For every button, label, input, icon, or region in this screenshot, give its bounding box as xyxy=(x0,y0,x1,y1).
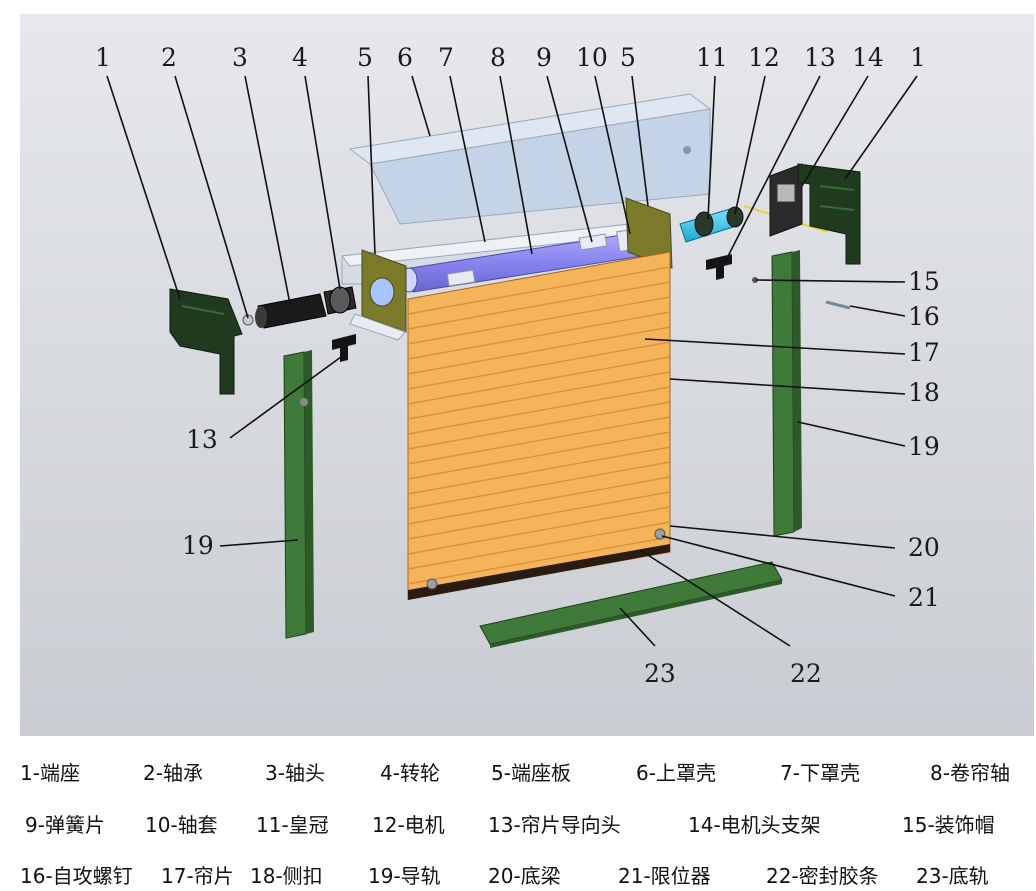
callout-top-5a: 5 xyxy=(357,43,373,72)
slat-seam xyxy=(407,296,671,345)
slat-seam xyxy=(407,341,671,390)
legend-item-3: 3-轴头 xyxy=(265,761,325,785)
decorative-cap xyxy=(752,277,758,283)
upper-housing xyxy=(348,93,712,225)
callout-top-11: 11 xyxy=(696,43,728,72)
callout-top-1: 1 xyxy=(95,43,111,72)
bearing-and-shaft-head xyxy=(242,286,357,329)
legend-item-22: 22-密封胶条 xyxy=(766,864,879,888)
callout-right-16: 16 xyxy=(908,302,940,331)
slat-seam xyxy=(407,371,671,420)
slat-seam xyxy=(407,401,671,450)
legend-item-11: 11-皇冠 xyxy=(256,813,329,837)
slat-seam xyxy=(407,326,671,375)
end-seat-left xyxy=(169,288,243,395)
legend-item-6: 6-上罩壳 xyxy=(636,761,716,785)
callout-right-17: 17 xyxy=(908,338,940,367)
end-plate-right xyxy=(625,197,673,269)
slat-seam xyxy=(407,311,671,360)
legend-item-15: 15-装饰帽 xyxy=(902,813,995,837)
legend-item-7: 7-下罩壳 xyxy=(780,761,860,785)
callout-left-13: 13 xyxy=(186,425,218,454)
legend-item-8: 8-卷帘轴 xyxy=(930,761,1010,785)
legend-item-20: 20-底梁 xyxy=(488,864,561,888)
callout-left-19: 19 xyxy=(182,531,214,560)
callout-right-15: 15 xyxy=(908,267,940,296)
slat-seam xyxy=(407,281,671,330)
callout-top-9: 9 xyxy=(536,43,552,72)
legend-item-18: 18-侧扣 xyxy=(250,864,323,888)
legend-item-1: 1-端座 xyxy=(20,761,80,785)
callout-right-20: 20 xyxy=(908,533,940,562)
callout-top-13: 13 xyxy=(804,43,836,72)
legend-item-16: 16-自攻螺钉 xyxy=(20,864,133,888)
slat-seam xyxy=(407,431,671,480)
slat-seam xyxy=(407,386,671,435)
end-seat-right xyxy=(797,163,861,265)
slat-seam xyxy=(407,416,671,465)
callout-top-6: 6 xyxy=(397,43,413,72)
slat-seam xyxy=(407,461,671,510)
legend-item-13: 13-帘片导向头 xyxy=(488,813,621,837)
legend-item-17: 17-帘片 xyxy=(161,864,234,888)
slat-seam xyxy=(407,521,671,570)
callout-top-1b: 1 xyxy=(910,43,926,72)
legend-item-5: 5-端座板 xyxy=(491,761,571,785)
rolling-shutter-exploded-diagram: 1 2 3 4 5 6 7 8 9 10 5 11 12 13 14 1 15 … xyxy=(20,14,1034,736)
callout-numbers: 1 2 3 4 5 6 7 8 9 10 5 11 12 13 14 1 15 … xyxy=(95,43,940,688)
end-plate-left xyxy=(349,249,407,341)
legend-item-4: 4-转轮 xyxy=(380,761,440,785)
guide-rail-right xyxy=(771,250,802,537)
legend-item-12: 12-电机 xyxy=(372,813,445,837)
self-tapping-screw xyxy=(825,300,851,310)
callout-top-7: 7 xyxy=(438,43,454,72)
guide-rail-left xyxy=(283,350,314,639)
leader-lines xyxy=(106,75,918,647)
callout-top-2: 2 xyxy=(161,43,177,72)
callout-right-19: 19 xyxy=(908,432,940,461)
parts-legend: 1-端座 2-轴承 3-轴头 4-转轮 5-端座板 6-上罩壳 7-下罩壳 8-… xyxy=(0,744,1036,891)
legend-item-21: 21-限位器 xyxy=(618,864,711,888)
callout-bottom-22: 22 xyxy=(790,659,822,688)
slat-seam xyxy=(407,446,671,495)
legend-item-9: 9-弹簧片 xyxy=(25,813,105,837)
callout-bottom-23: 23 xyxy=(644,659,676,688)
callout-top-14: 14 xyxy=(852,43,884,72)
slat-seam xyxy=(407,536,671,585)
legend-item-10: 10-轴套 xyxy=(145,813,218,837)
slat-seam xyxy=(407,266,671,315)
callout-top-4: 4 xyxy=(292,43,308,72)
motor-head-bracket xyxy=(769,163,803,237)
curtain-slats xyxy=(407,251,671,600)
callout-right-21: 21 xyxy=(908,583,940,612)
slat-seam xyxy=(407,491,671,540)
slat-seam xyxy=(407,506,671,555)
slat-seam xyxy=(407,476,671,525)
legend-item-19: 19-导轨 xyxy=(368,864,441,888)
callout-top-8: 8 xyxy=(490,43,506,72)
legend-item-14: 14-电机头支架 xyxy=(688,813,821,837)
bottom-rail xyxy=(479,561,783,648)
legend-item-2: 2-轴承 xyxy=(143,761,203,785)
callout-top-5b: 5 xyxy=(620,43,636,72)
callout-right-18: 18 xyxy=(908,378,940,407)
callout-top-12: 12 xyxy=(748,43,780,72)
callout-top-10: 10 xyxy=(576,43,608,72)
slat-seam xyxy=(407,356,671,405)
curtain-guide-head-left xyxy=(332,334,356,362)
legend-item-23: 23-底轨 xyxy=(916,864,989,888)
callout-top-3: 3 xyxy=(232,43,248,72)
